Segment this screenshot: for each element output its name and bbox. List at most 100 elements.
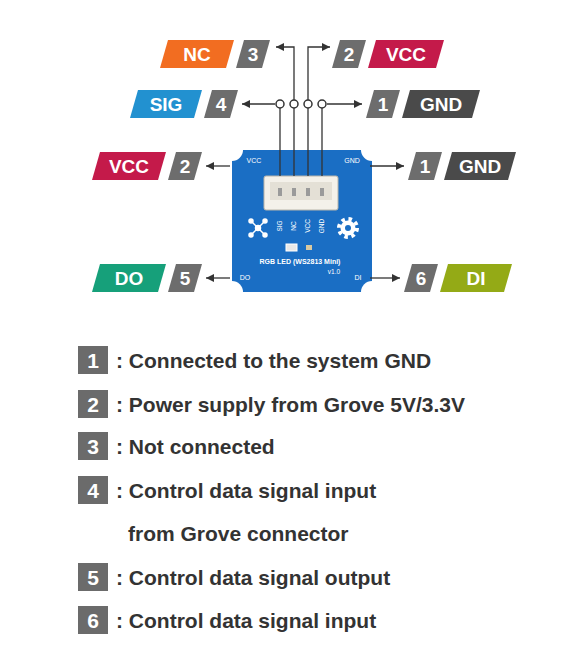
legend-number-box: 6 (78, 606, 108, 634)
leader-lines-part (321, 108, 322, 176)
silkscreen-pin-label: VCC (304, 219, 311, 233)
leader-lines-part (279, 108, 280, 176)
legend-number-box-text: 6 (87, 610, 99, 631)
grove-connector-part (292, 188, 296, 196)
pin-dots-part (304, 100, 312, 108)
pin-number-tag: 1 (366, 90, 400, 118)
leader-lines-part (242, 103, 275, 104)
pin-name-tag: SIG (130, 90, 202, 118)
pin-number-tag: 5 (168, 264, 202, 292)
pin-dots-part (276, 100, 284, 108)
gear-icon-part (341, 221, 356, 236)
grove-connector-part (320, 188, 324, 196)
pin-number-tag-text: 5 (180, 269, 191, 288)
tag-fill (168, 152, 202, 180)
legend-number-box: 5 (78, 563, 108, 591)
pin-number-tag-text: 2 (180, 157, 191, 176)
grove-logo-part (256, 226, 261, 231)
grove-board-part (221, 281, 243, 303)
pin-name-tag: VCC (368, 40, 444, 68)
legend-number-box-text: 3 (87, 436, 99, 457)
pin-description: : Not connected (116, 425, 275, 468)
tag-fill (408, 152, 442, 180)
led-chip-part (286, 244, 297, 251)
tag-fill (78, 432, 108, 460)
leader-lines-part (206, 277, 230, 278)
led-chip-part (306, 245, 312, 250)
pin-name-tag-text: VCC (386, 45, 426, 64)
tag-fill (78, 563, 108, 591)
pin-name-tag: DO (92, 264, 166, 292)
tag-fill (78, 606, 108, 634)
pin-dots-part (290, 100, 298, 108)
tag-fill (368, 40, 444, 68)
leader-lines-part (276, 47, 294, 176)
pin-name-tag: GND (402, 90, 480, 118)
board-name: RGB LED (WS2813 Mini) (260, 258, 341, 266)
leader-lines-part (370, 277, 400, 278)
pin-dots-part (318, 100, 326, 108)
pin-number-tag-text: 1 (378, 95, 389, 114)
leader-lines-part (308, 47, 330, 176)
pin-name-tag-text: NC (183, 45, 210, 64)
pin-number-tag: 2 (332, 40, 366, 68)
pin-number-tag-text: 4 (216, 95, 227, 114)
pin-number-tag-text: 6 (416, 269, 427, 288)
leader-lines-part (327, 103, 362, 104)
tag-fill (92, 264, 166, 292)
pin-name-tag: GND (444, 152, 516, 180)
leader-lines (206, 47, 404, 278)
pin-number-tag: 2 (168, 152, 202, 180)
pin-number-tag: 1 (408, 152, 442, 180)
tag-fill (236, 40, 270, 68)
silkscreen-pin-label: DO (240, 274, 251, 282)
silkscreen-pin-label: NC (290, 221, 297, 230)
grove-connector-part (306, 188, 310, 196)
pin-name-tag-text: GND (420, 95, 462, 114)
grove-logo-part (249, 219, 253, 223)
legend-number-box-text: 5 (87, 567, 99, 588)
tag-fill (130, 90, 202, 118)
silkscreen-pin-label: GND (344, 157, 360, 165)
grove-connector-part (270, 182, 332, 200)
tag-fill (204, 90, 238, 118)
pin-number-tag: 6 (404, 264, 438, 292)
legend-number-box: 4 (78, 476, 108, 504)
gear-icon-part (339, 219, 357, 237)
legend-number-box: 2 (78, 390, 108, 418)
silkscreen-pin-label: DI (355, 274, 362, 282)
pin-name-tag: VCC (92, 152, 166, 180)
grove-logo-part (249, 233, 253, 237)
pin-description: : Power supply from Grove 5V/3.3V (116, 383, 465, 426)
legend-number-box: 1 (78, 346, 108, 374)
pin-number-tag: 3 (236, 40, 270, 68)
pin-number-tag: 4 (204, 90, 238, 118)
grove-board (221, 139, 383, 303)
grove-board-part (361, 139, 383, 161)
tag-fill (78, 390, 108, 418)
tag-fill (332, 40, 366, 68)
pin-name-tag-text: SIG (150, 95, 183, 114)
grove-logo (249, 219, 267, 237)
legend-number-box-text: 1 (87, 350, 99, 371)
grove-logo-part (263, 233, 267, 237)
legend-number-box: 3 (78, 432, 108, 460)
board-version: v1.0 (328, 268, 340, 275)
grove-board-part (221, 139, 243, 161)
grove-board-part (232, 150, 372, 292)
grove-connector-part (278, 188, 282, 196)
pin-dots (276, 100, 326, 108)
pin-name-tag-text: DI (467, 269, 486, 288)
leader-lines-part (370, 165, 404, 166)
legend-number-box-text: 2 (87, 394, 99, 415)
silkscreen-pin-label: GND (318, 219, 325, 233)
tag-fill (440, 264, 512, 292)
legend-number-box-text: 4 (87, 480, 99, 501)
pin-name-tag-text: GND (459, 157, 501, 176)
tag-fill (168, 264, 202, 292)
pin-name-tag: DI (440, 264, 512, 292)
pin-description: : Control data signal input (116, 599, 376, 642)
tag-fill (444, 152, 516, 180)
tag-fill (366, 90, 400, 118)
led-chip (286, 244, 312, 251)
